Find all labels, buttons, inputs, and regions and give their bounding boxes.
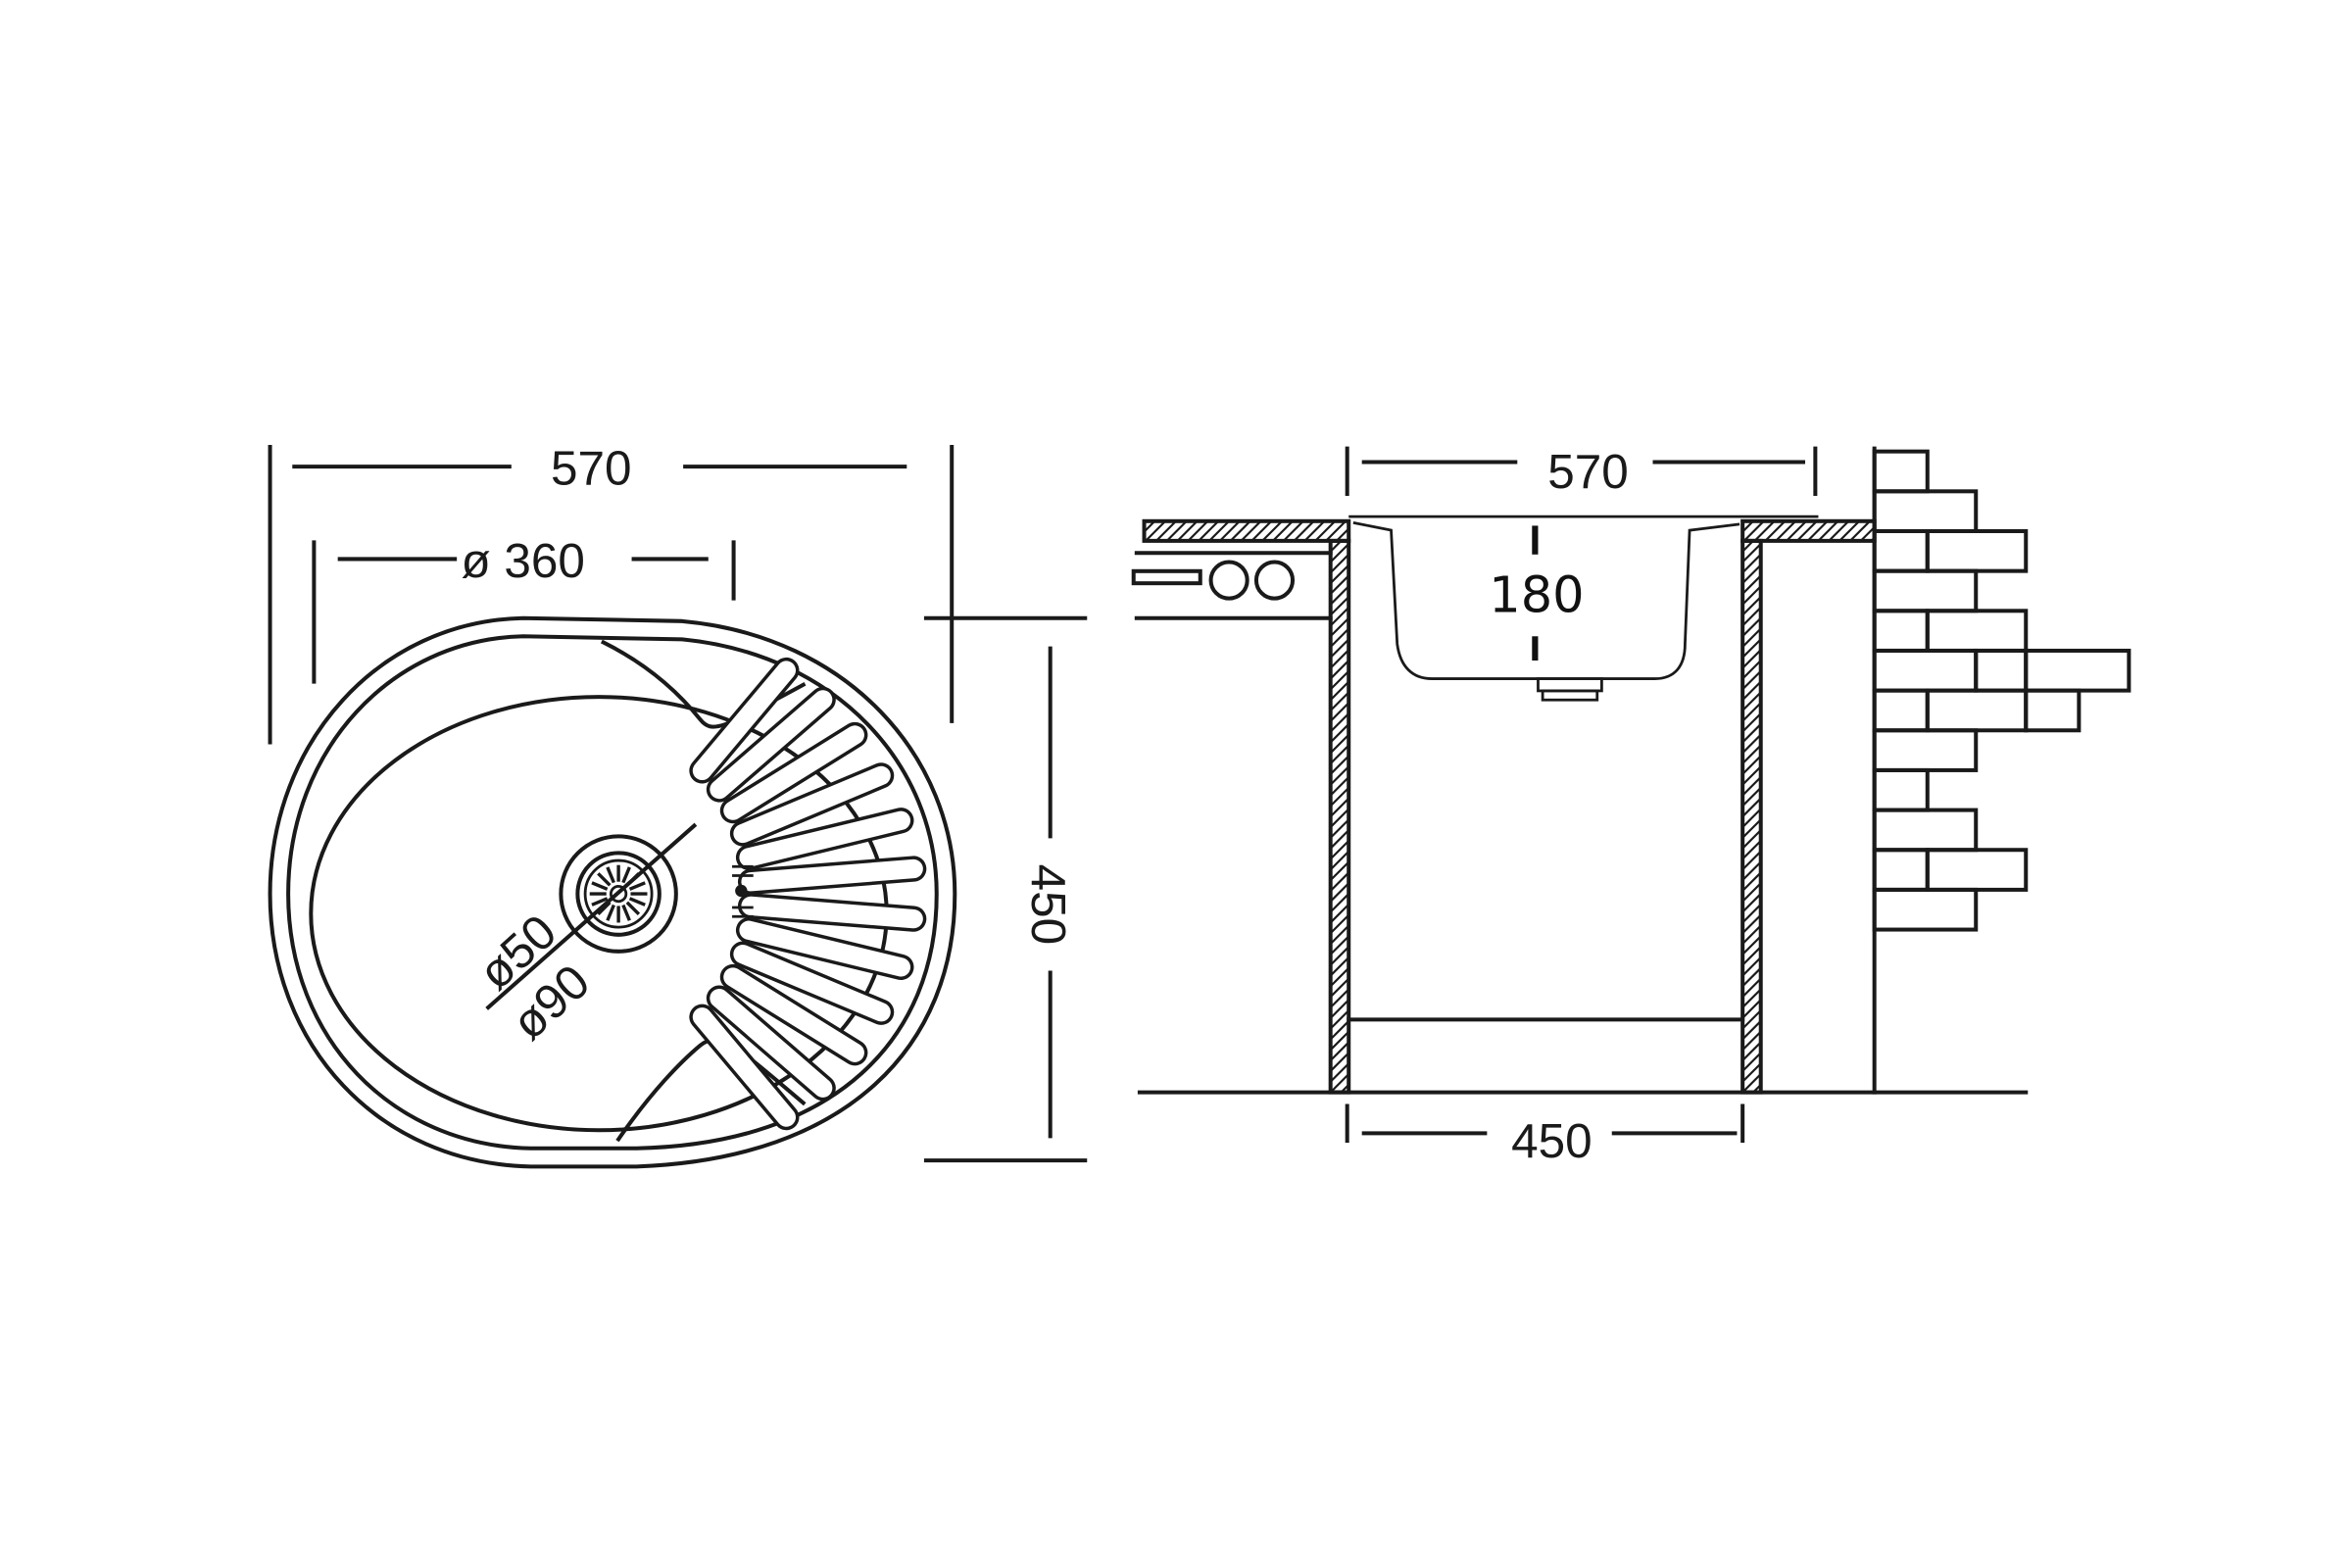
bowl-diameter-dimension: ø 360: [312, 534, 736, 684]
brick: [2024, 688, 2082, 733]
strainer-spoke: [628, 897, 646, 906]
strainer-spoke: [591, 897, 609, 906]
sink-profile: [1348, 514, 1819, 702]
width-label: 570: [551, 442, 632, 496]
cabinet-wall-right: [1740, 538, 1763, 1095]
brick: [1872, 449, 1930, 494]
drainboard-ribs: [689, 657, 927, 1131]
bowl-diameter-label: ø 360: [461, 534, 584, 588]
drainboard-rib: [735, 808, 914, 871]
drainboard-rib: [735, 917, 914, 981]
depth-dimension: 450: [923, 615, 1088, 1163]
cabinet-width-dimension: 450: [1345, 1103, 1745, 1168]
side-view: 570 180 450: [1131, 445, 2132, 1168]
brick: [1872, 489, 1979, 533]
strainer-spoke: [621, 904, 631, 921]
cabinet-wall-left: [1328, 538, 1351, 1095]
brick: [1925, 528, 2029, 573]
side-width-dimension: 570: [1345, 445, 1818, 499]
countertop-left: [1142, 518, 1351, 543]
drainboard-rib: [719, 721, 868, 824]
adjacent-appliance: [1131, 551, 1333, 620]
brick: [1925, 609, 2029, 653]
drainboard-rib: [719, 963, 868, 1066]
depth-label: 450: [1021, 864, 1075, 946]
overflow-icon: [732, 864, 754, 918]
drainboard-rib: [729, 941, 895, 1025]
drainboard-rib: [689, 657, 800, 784]
drainboard-rib: [737, 856, 927, 895]
strainer-spoke: [591, 881, 609, 891]
brick: [1925, 848, 2029, 892]
strainer-spoke: [625, 901, 641, 916]
drainboard-rib: [706, 985, 836, 1102]
brick: [1872, 808, 1979, 853]
drainboard-rib: [689, 1004, 800, 1131]
bowl-depth-label: 180: [1489, 567, 1584, 625]
brick: [1872, 648, 1979, 693]
brick: [1872, 568, 1979, 613]
brick: [1872, 728, 1979, 772]
width-dimension: 570: [268, 442, 955, 745]
brick: [1872, 767, 1930, 812]
strainer-spoke: [597, 872, 612, 887]
brick: [1925, 688, 2029, 733]
strainer-spoke: [628, 881, 646, 891]
drainboard-rib: [706, 686, 836, 803]
brick-wall: [1872, 446, 2132, 1095]
drainboard-rib: [729, 762, 895, 847]
countertop-right: [1740, 518, 1877, 543]
brick: [1872, 528, 1930, 573]
strainer-spoke: [621, 866, 631, 884]
brick: [1974, 648, 2029, 693]
strainer-spoke: [606, 866, 615, 884]
bowl-depth-dimension: 180: [1489, 525, 1585, 662]
brick: [2024, 648, 2132, 693]
countertop-and-cabinet-walls: [1142, 518, 1877, 1095]
drainboard-rib: [737, 893, 927, 932]
drain-icon: [559, 834, 678, 954]
cabinet-width-label: 450: [1511, 1114, 1592, 1168]
brick: [1872, 887, 1979, 932]
brick: [1872, 609, 1930, 653]
brick: [1872, 848, 1930, 892]
strainer-spoke: [606, 904, 615, 921]
side-width-label: 570: [1547, 445, 1629, 499]
brick: [1872, 688, 1930, 733]
top-view: 570 ø 360 450: [268, 442, 1088, 1169]
